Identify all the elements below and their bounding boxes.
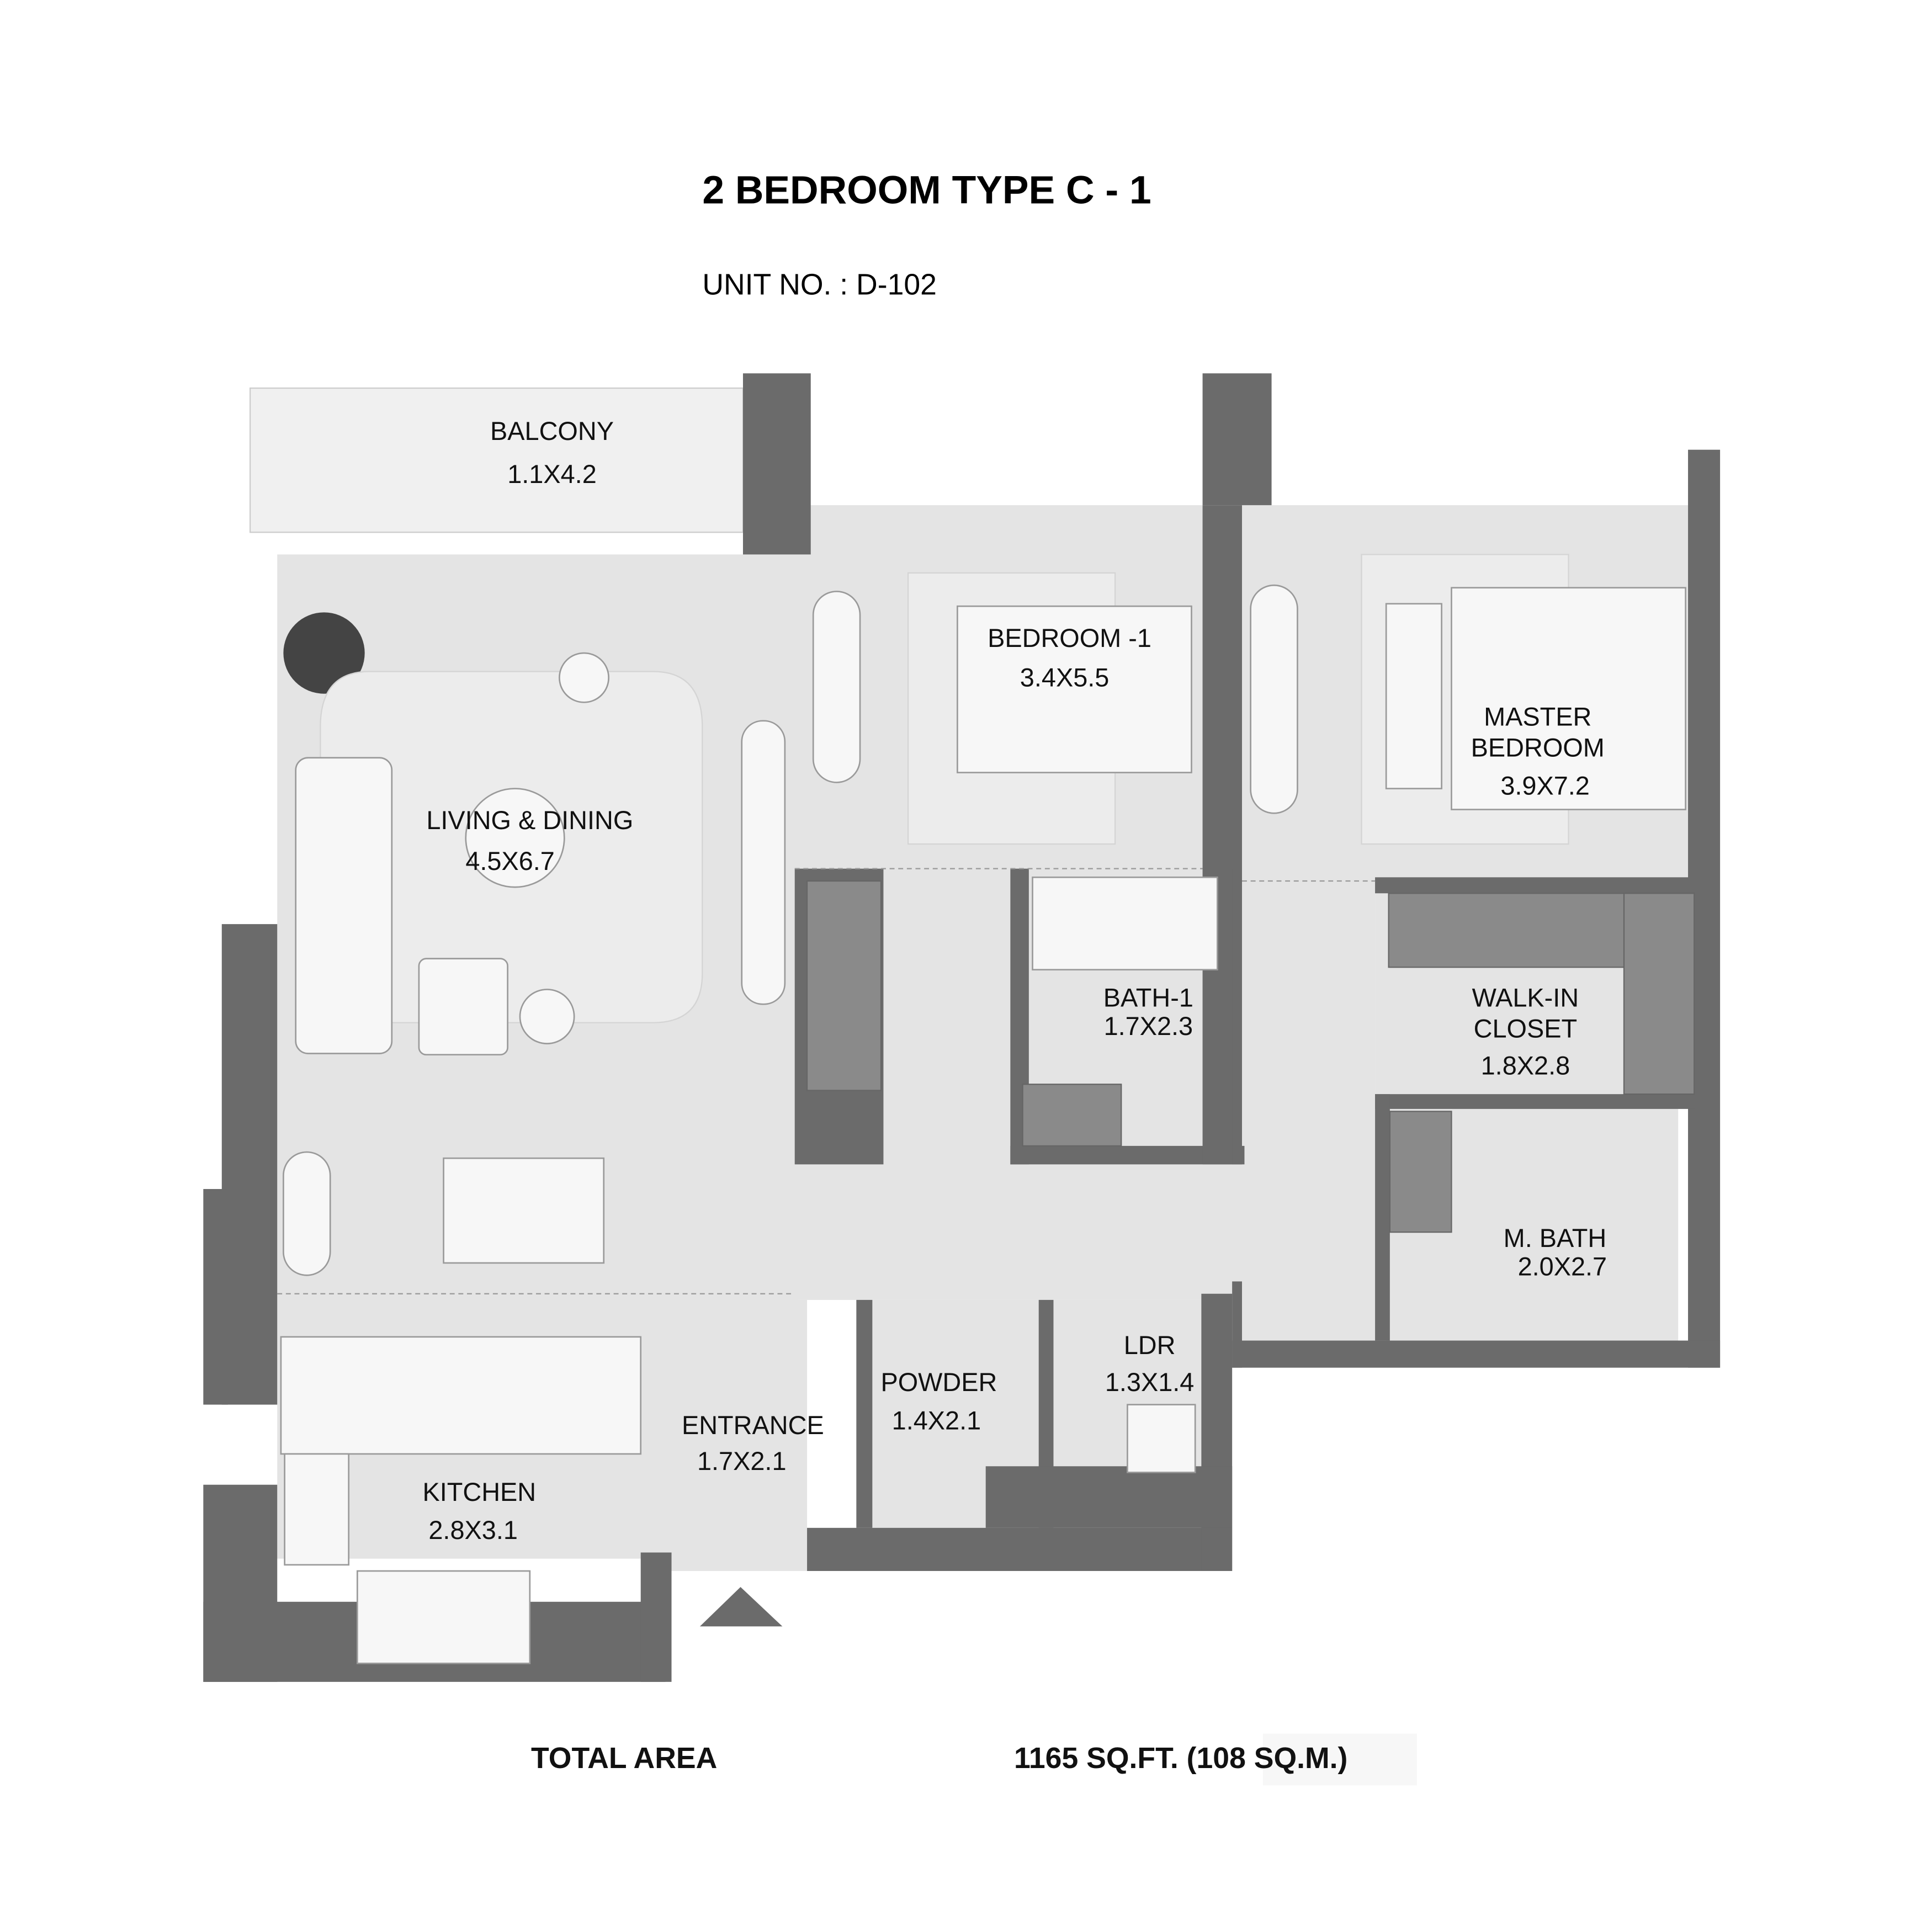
plan-title: 2 BEDROOM TYPE C - 1 bbox=[702, 168, 1151, 212]
svg-text:1.7X2.1: 1.7X2.1 bbox=[697, 1447, 787, 1475]
unit-number: UNIT NO. : D-102 bbox=[702, 268, 937, 301]
furniture bbox=[277, 554, 1695, 1664]
svg-text:BALCONY: BALCONY bbox=[490, 417, 614, 445]
svg-text:2.8X3.1: 2.8X3.1 bbox=[428, 1516, 518, 1544]
svg-text:4.5X6.7: 4.5X6.7 bbox=[465, 847, 555, 875]
svg-text:1.3X1.4: 1.3X1.4 bbox=[1105, 1368, 1195, 1397]
room-powder: POWDER 1.4X2.1 bbox=[880, 1368, 997, 1435]
total-area-label: TOTAL AREA bbox=[531, 1742, 717, 1775]
svg-text:LIVING & DINING: LIVING & DINING bbox=[426, 806, 633, 835]
room-bedroom-1: BEDROOM -1 3.4X5.5 bbox=[988, 624, 1151, 692]
room-bath-1: BATH-11.7X2.3 bbox=[1103, 984, 1193, 1041]
svg-text:3.4X5.5: 3.4X5.5 bbox=[1020, 663, 1110, 692]
room-balcony: BALCONY 1.1X4.2 bbox=[490, 417, 614, 489]
walls bbox=[203, 373, 1721, 1682]
svg-text:LDR: LDR bbox=[1124, 1331, 1176, 1360]
room-kitchen: KITCHEN 2.8X3.1 bbox=[422, 1478, 536, 1544]
svg-text:1.8X2.8: 1.8X2.8 bbox=[1481, 1051, 1570, 1080]
svg-text:POWDER: POWDER bbox=[880, 1368, 997, 1397]
svg-text:WALK-IN: WALK-IN bbox=[1472, 984, 1579, 1012]
svg-text:MASTER: MASTER bbox=[1484, 703, 1591, 731]
room-labels: BALCONY 1.1X4.2 LIVING & DINING 4.5X6.7 BE… bbox=[422, 417, 1607, 1544]
svg-text:1.7X2.3: 1.7X2.3 bbox=[1104, 1012, 1193, 1041]
svg-text:3.9X7.2: 3.9X7.2 bbox=[1500, 772, 1590, 800]
svg-text:M. BATH: M. BATH bbox=[1504, 1224, 1607, 1252]
entrance-arrow-icon bbox=[699, 1587, 783, 1627]
room-master-bedroom: MASTER BEDROOM 3.9X7.2 bbox=[1471, 703, 1605, 800]
svg-text:1.4X2.1: 1.4X2.1 bbox=[892, 1406, 981, 1435]
svg-text:BATH-1: BATH-1 bbox=[1103, 984, 1193, 1012]
room-living-dining: LIVING & DINING 4.5X6.7 bbox=[426, 806, 633, 875]
svg-text:ENTRANCE: ENTRANCE bbox=[682, 1411, 824, 1440]
total-area-value: 1165 SQ.FT. (108 SQ.M.) bbox=[1014, 1742, 1347, 1775]
svg-text:1.1X4.2: 1.1X4.2 bbox=[507, 460, 597, 489]
room-ldr: LDR 1.3X1.4 bbox=[1105, 1331, 1195, 1397]
svg-text:BEDROOM -1: BEDROOM -1 bbox=[988, 624, 1151, 652]
svg-text:KITCHEN: KITCHEN bbox=[422, 1478, 536, 1506]
svg-text:2.0X2.7: 2.0X2.7 bbox=[1518, 1252, 1607, 1281]
room-entrance: ENTRANCE 1.7X2.1 bbox=[682, 1411, 824, 1475]
svg-text:BEDROOM: BEDROOM bbox=[1471, 734, 1605, 762]
svg-text:CLOSET: CLOSET bbox=[1474, 1014, 1577, 1043]
